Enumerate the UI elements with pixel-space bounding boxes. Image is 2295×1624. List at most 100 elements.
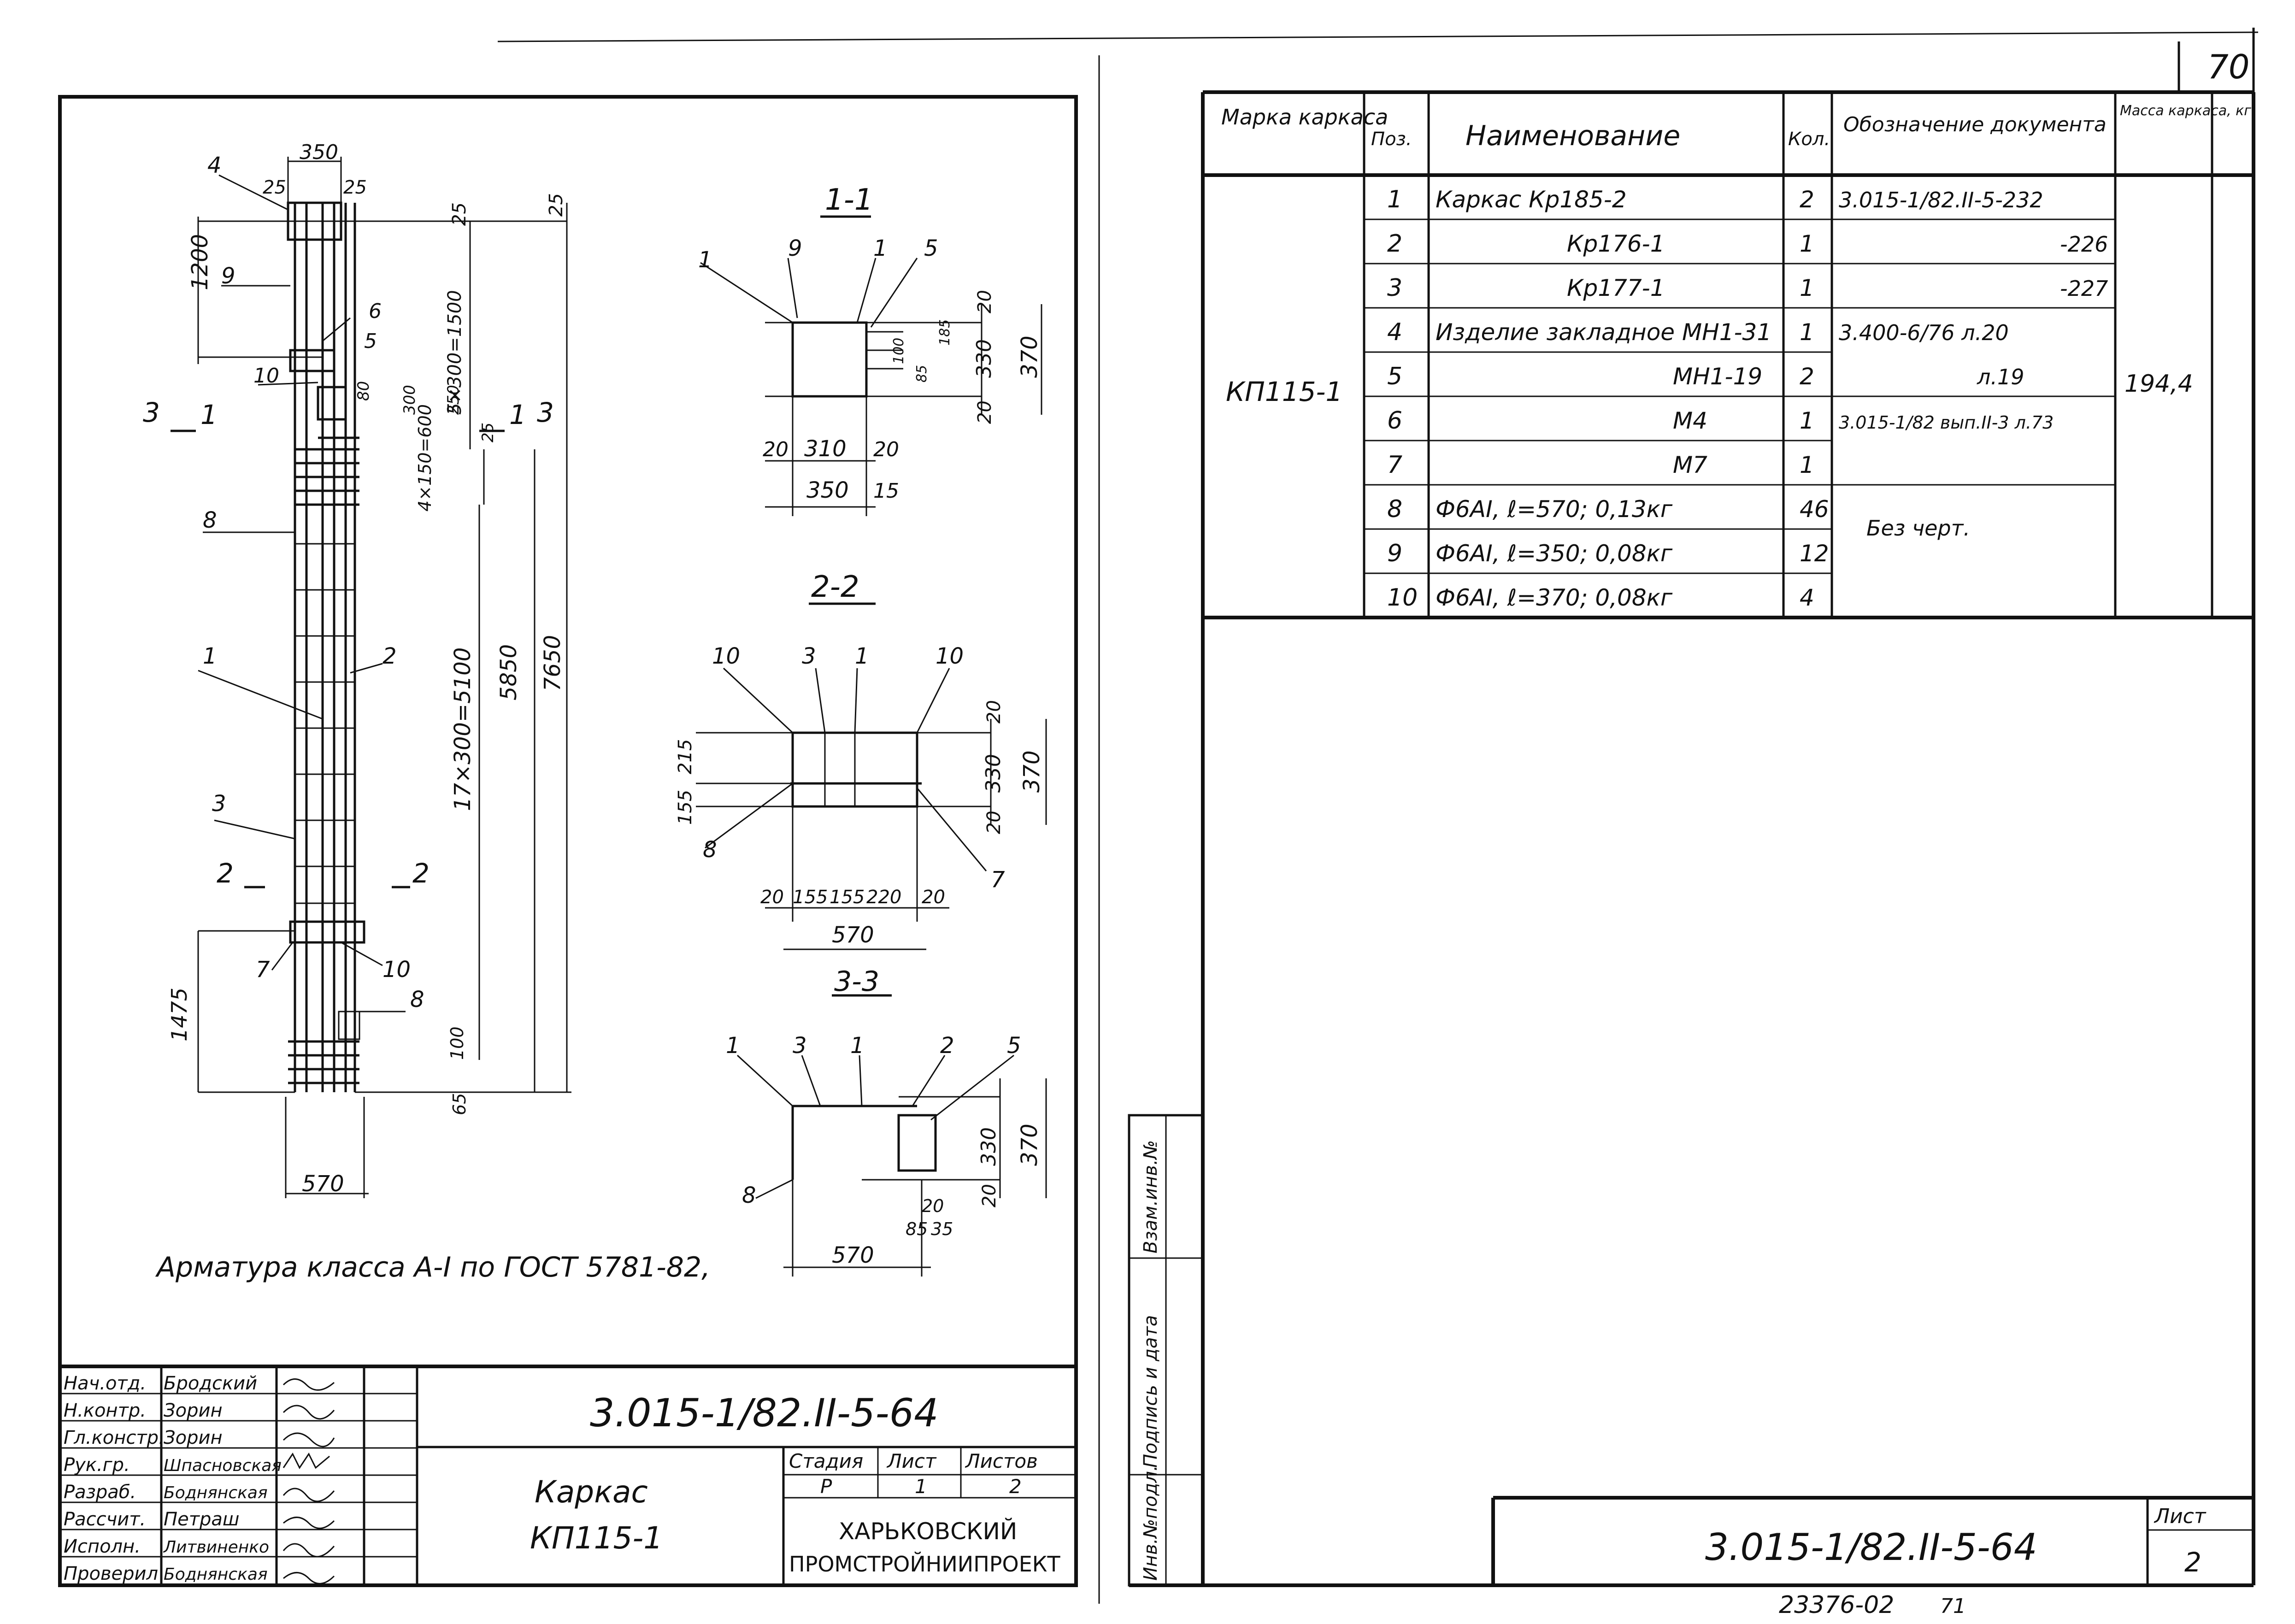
name-6: Литвиненко: [163, 1538, 269, 1557]
row-qty: 1: [1800, 452, 1814, 478]
label-6: 6: [369, 300, 382, 323]
row-pos: 3: [1387, 274, 1402, 302]
cell-mass: 194,4: [2124, 370, 2193, 398]
row-qty: 1: [1800, 407, 1814, 434]
section-2-2-dim-370: 370: [1019, 750, 1045, 793]
section-1-1-dim-185: 185: [937, 319, 953, 346]
section-3-3-label-1b: 1: [850, 1033, 865, 1059]
row-name: МН1-19: [1673, 363, 1762, 390]
left-sheet-frame: [58, 95, 1078, 1587]
section-1-1-dim-100: 100: [891, 338, 907, 364]
section-1-1-dim-20a: 20: [763, 438, 789, 461]
dim-cover-left: 25: [263, 177, 286, 198]
organization-line-1: ХАРЬКОВСКИЙ: [839, 1518, 1017, 1545]
right-sheet: Инв.№подл. Подпись и дата Взам.инв.№ Мар…: [1128, 90, 2255, 1587]
dim-top-width: 350: [300, 141, 338, 164]
section-2-2-title: 2-2: [811, 570, 859, 604]
section-2-2-label-7: 7: [991, 867, 1005, 893]
section-1-1-label-9: 9: [788, 235, 802, 261]
row-pos: 1: [1387, 186, 1402, 213]
dim-cover-right: 25: [343, 177, 367, 198]
reinforcement-note: Арматура класса А-I по ГОСТ 5781-82,: [155, 1251, 710, 1283]
section-2-2-dim-155b: 155: [830, 887, 865, 908]
header-mass: Масса каркаса, кг: [2120, 103, 2251, 119]
section-1-1-label-1: 1: [698, 247, 712, 273]
row-pos: 10: [1387, 584, 1418, 612]
bottom-suffix: 71: [1940, 1595, 1966, 1618]
row-pos: 5: [1387, 363, 1402, 390]
header-mark: Марка каркаса: [1221, 105, 1388, 129]
row-doc: 3.400-6/76 л.20: [1839, 320, 2009, 345]
section-mark-2-left: 2: [217, 858, 234, 889]
dim-bottom-b: 65: [449, 1093, 470, 1115]
row-name: Каркас Кр185-2: [1436, 186, 1627, 213]
stage-label: Стадия: [789, 1450, 863, 1472]
role-4: Разраб.: [64, 1482, 136, 1503]
section-2-2-label-10a: 10: [712, 643, 740, 669]
section-1-1-label-5: 5: [924, 235, 938, 261]
sheets-label: Листов: [965, 1450, 1038, 1472]
dim-stirrup-b: 300: [400, 385, 419, 415]
row-name: Ф6АI, ℓ=370; 0,08кг: [1436, 584, 1673, 611]
row-qty: 1: [1800, 319, 1814, 346]
row-doc: Без черт.: [1866, 516, 1970, 541]
section-1-1: 1-1 1 9 1 5 20 310 20 350 15 20 330 370 …: [698, 183, 1042, 516]
row-doc: -227: [2060, 276, 2108, 301]
dim-stirrup-d: 25: [479, 423, 497, 442]
section-mark-1-right: 1: [509, 399, 526, 430]
section-2-2-dim-20c: 20: [983, 700, 1005, 724]
label-10-bottom: 10: [382, 957, 411, 983]
row-name: М7: [1673, 452, 1707, 478]
section-2-2-label-1: 1: [855, 643, 869, 669]
section-2-2-dim-330: 330: [982, 754, 1005, 793]
bottom-number: 23376-02: [1779, 1591, 1894, 1619]
header-name: Наименование: [1465, 120, 1680, 152]
row-doc: -226: [2060, 232, 2108, 257]
section-2-2-dim-220: 220: [866, 887, 901, 908]
dim-height-total: 7650: [540, 635, 565, 691]
elevation-dimensions: [171, 157, 571, 1198]
row-name: Ф6АI, ℓ=350; 0,08кг: [1436, 540, 1673, 567]
name-0: Бродский: [164, 1373, 257, 1394]
label-5: 5: [364, 330, 377, 353]
row-pos: 6: [1387, 407, 1402, 435]
section-3-3-dim-20a: 20: [979, 1184, 1000, 1207]
section-1-1-dim-20c: 20: [974, 290, 995, 313]
row-name: Изделие закладное МН1-31: [1436, 319, 1771, 346]
section-mark-2-right: 2: [412, 858, 430, 889]
section-2-2-dim-155a: 155: [793, 887, 828, 908]
row-pos: 4: [1387, 318, 1402, 346]
signatures: [282, 1378, 335, 1584]
dim-bottom-zone: 1475: [167, 988, 192, 1041]
name-5: Петраш: [164, 1509, 240, 1530]
dim-mid-spacing: 17×300=5100: [450, 647, 476, 811]
section-2-2-label-8: 8: [703, 837, 717, 863]
section-1-1-dim-85: 85: [914, 365, 930, 382]
label-8-bottom: 8: [410, 987, 424, 1012]
name-4: Боднянская: [164, 1483, 268, 1502]
role-5: Рассчит.: [64, 1509, 146, 1530]
section-mark-1-left: 1: [200, 399, 218, 430]
row-qty: 12: [1800, 540, 1829, 567]
section-3-3-label-5: 5: [1007, 1033, 1021, 1059]
section-2-2-label-10b: 10: [936, 643, 964, 669]
right-document-code: 3.015-1/82.II-5-64: [1705, 1526, 2037, 1569]
row-qty: 1: [1800, 275, 1814, 301]
row-doc: л.19: [1977, 365, 2024, 389]
section-2-2-dim-570: 570: [832, 922, 874, 948]
label-2: 2: [382, 643, 397, 669]
dim-mid-group: 4×150=600: [415, 404, 435, 512]
left-document-code: 3.015-1/82.II-5-64: [590, 1390, 939, 1436]
right-sheet-value: 2: [2184, 1547, 2201, 1578]
row-pos: 7: [1387, 451, 1402, 479]
section-1-1-dim-350: 350: [806, 477, 849, 503]
dim-top-zone: 1200: [187, 234, 213, 290]
section-mark-3-right: 3: [537, 397, 554, 428]
section-1-1-label-1b: 1: [873, 235, 888, 261]
stage-value: Р: [820, 1475, 832, 1498]
section-3-3-dim-85: 85: [906, 1219, 928, 1239]
section-1-1-dim-330: 330: [972, 339, 996, 378]
elevation-view: [286, 201, 365, 1092]
row-pos: 9: [1387, 540, 1402, 567]
section-1-1-dim-20d: 20: [974, 400, 995, 424]
